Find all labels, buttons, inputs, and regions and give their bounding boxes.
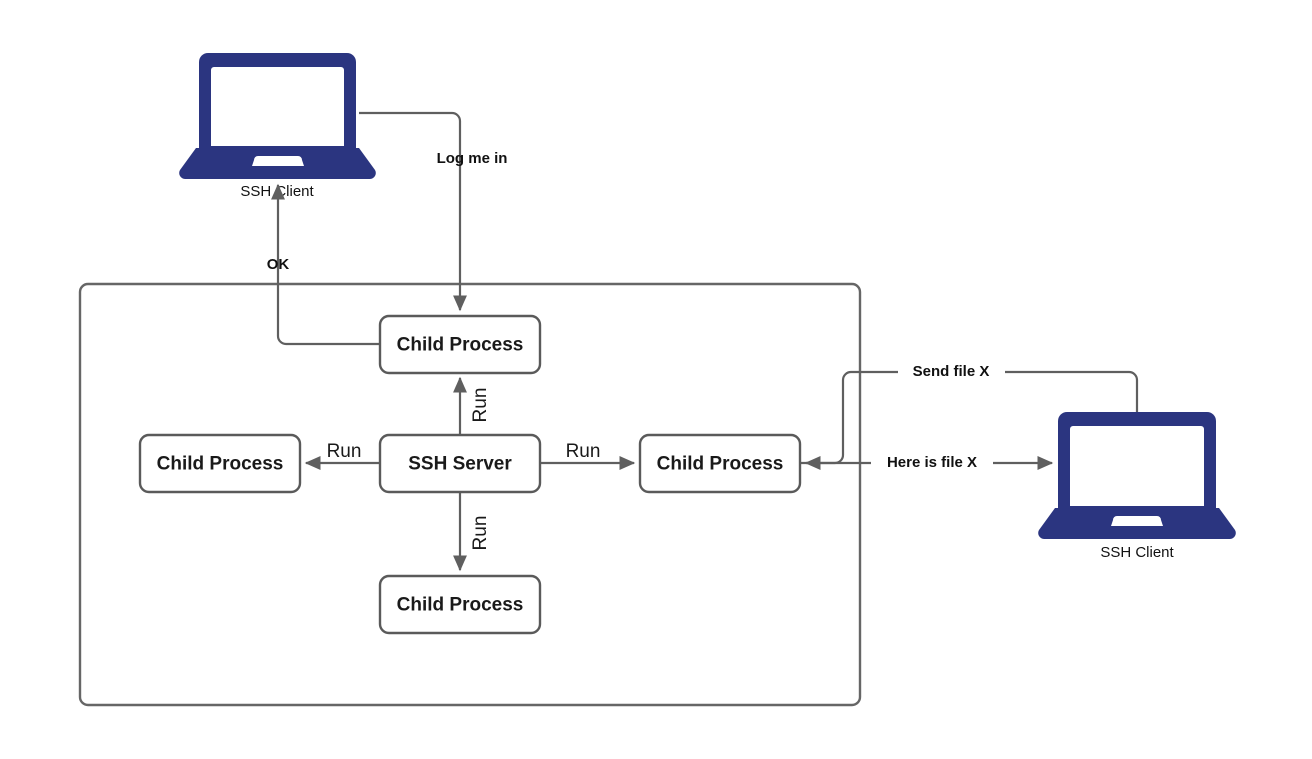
node-child-top-rect: [378, 314, 542, 375]
node-child-right[interactable]: Child Process: [638, 433, 802, 494]
edge-label-ok: OK: [267, 256, 290, 273]
edge-send-file-path: [804, 370, 1139, 470]
edge-login-path: [359, 111, 467, 312]
device-client-right[interactable]: SSH Client: [1038, 412, 1236, 561]
node-child-bottom-rect: [378, 574, 542, 635]
edge-label-run-down: Run: [470, 516, 491, 551]
laptop-icon: [179, 53, 376, 179]
node-child-top[interactable]: Child Process: [378, 314, 542, 375]
edge-label-run-up: Run: [470, 388, 491, 423]
node-ssh-server-label: SSH Server: [408, 454, 512, 475]
device-caption-client-right: SSH Client: [1100, 544, 1174, 561]
edge-label-login: Log me in: [437, 150, 508, 167]
edge-ok-path: [271, 183, 380, 346]
label-backdrop-send-file: [898, 362, 1005, 382]
node-child-right-rect: [638, 433, 802, 494]
node-child-top-label: Child Process: [397, 335, 524, 356]
edge-label-run-right: Run: [566, 441, 601, 462]
node-child-bottom-label: Child Process: [397, 595, 524, 616]
server-boundary-container: [78, 282, 862, 707]
label-backdrop-here-is-file: [871, 453, 993, 473]
node-child-left[interactable]: Child Process: [138, 433, 302, 494]
node-child-bottom[interactable]: Child Process: [378, 574, 542, 635]
node-child-left-label: Child Process: [157, 454, 284, 475]
device-client-top[interactable]: SSH Client: [179, 53, 376, 200]
laptop-icon: [1038, 412, 1236, 539]
edge-label-send-file: Send file X: [913, 363, 990, 380]
node-ssh-server-rect: [378, 433, 542, 494]
node-ssh-server[interactable]: SSH Server: [378, 433, 542, 494]
node-child-right-label: Child Process: [657, 454, 784, 475]
node-child-left-rect: [138, 433, 302, 494]
edge-label-run-left: Run: [327, 441, 362, 462]
edge-label-here-is-file: Here is file X: [887, 454, 977, 471]
